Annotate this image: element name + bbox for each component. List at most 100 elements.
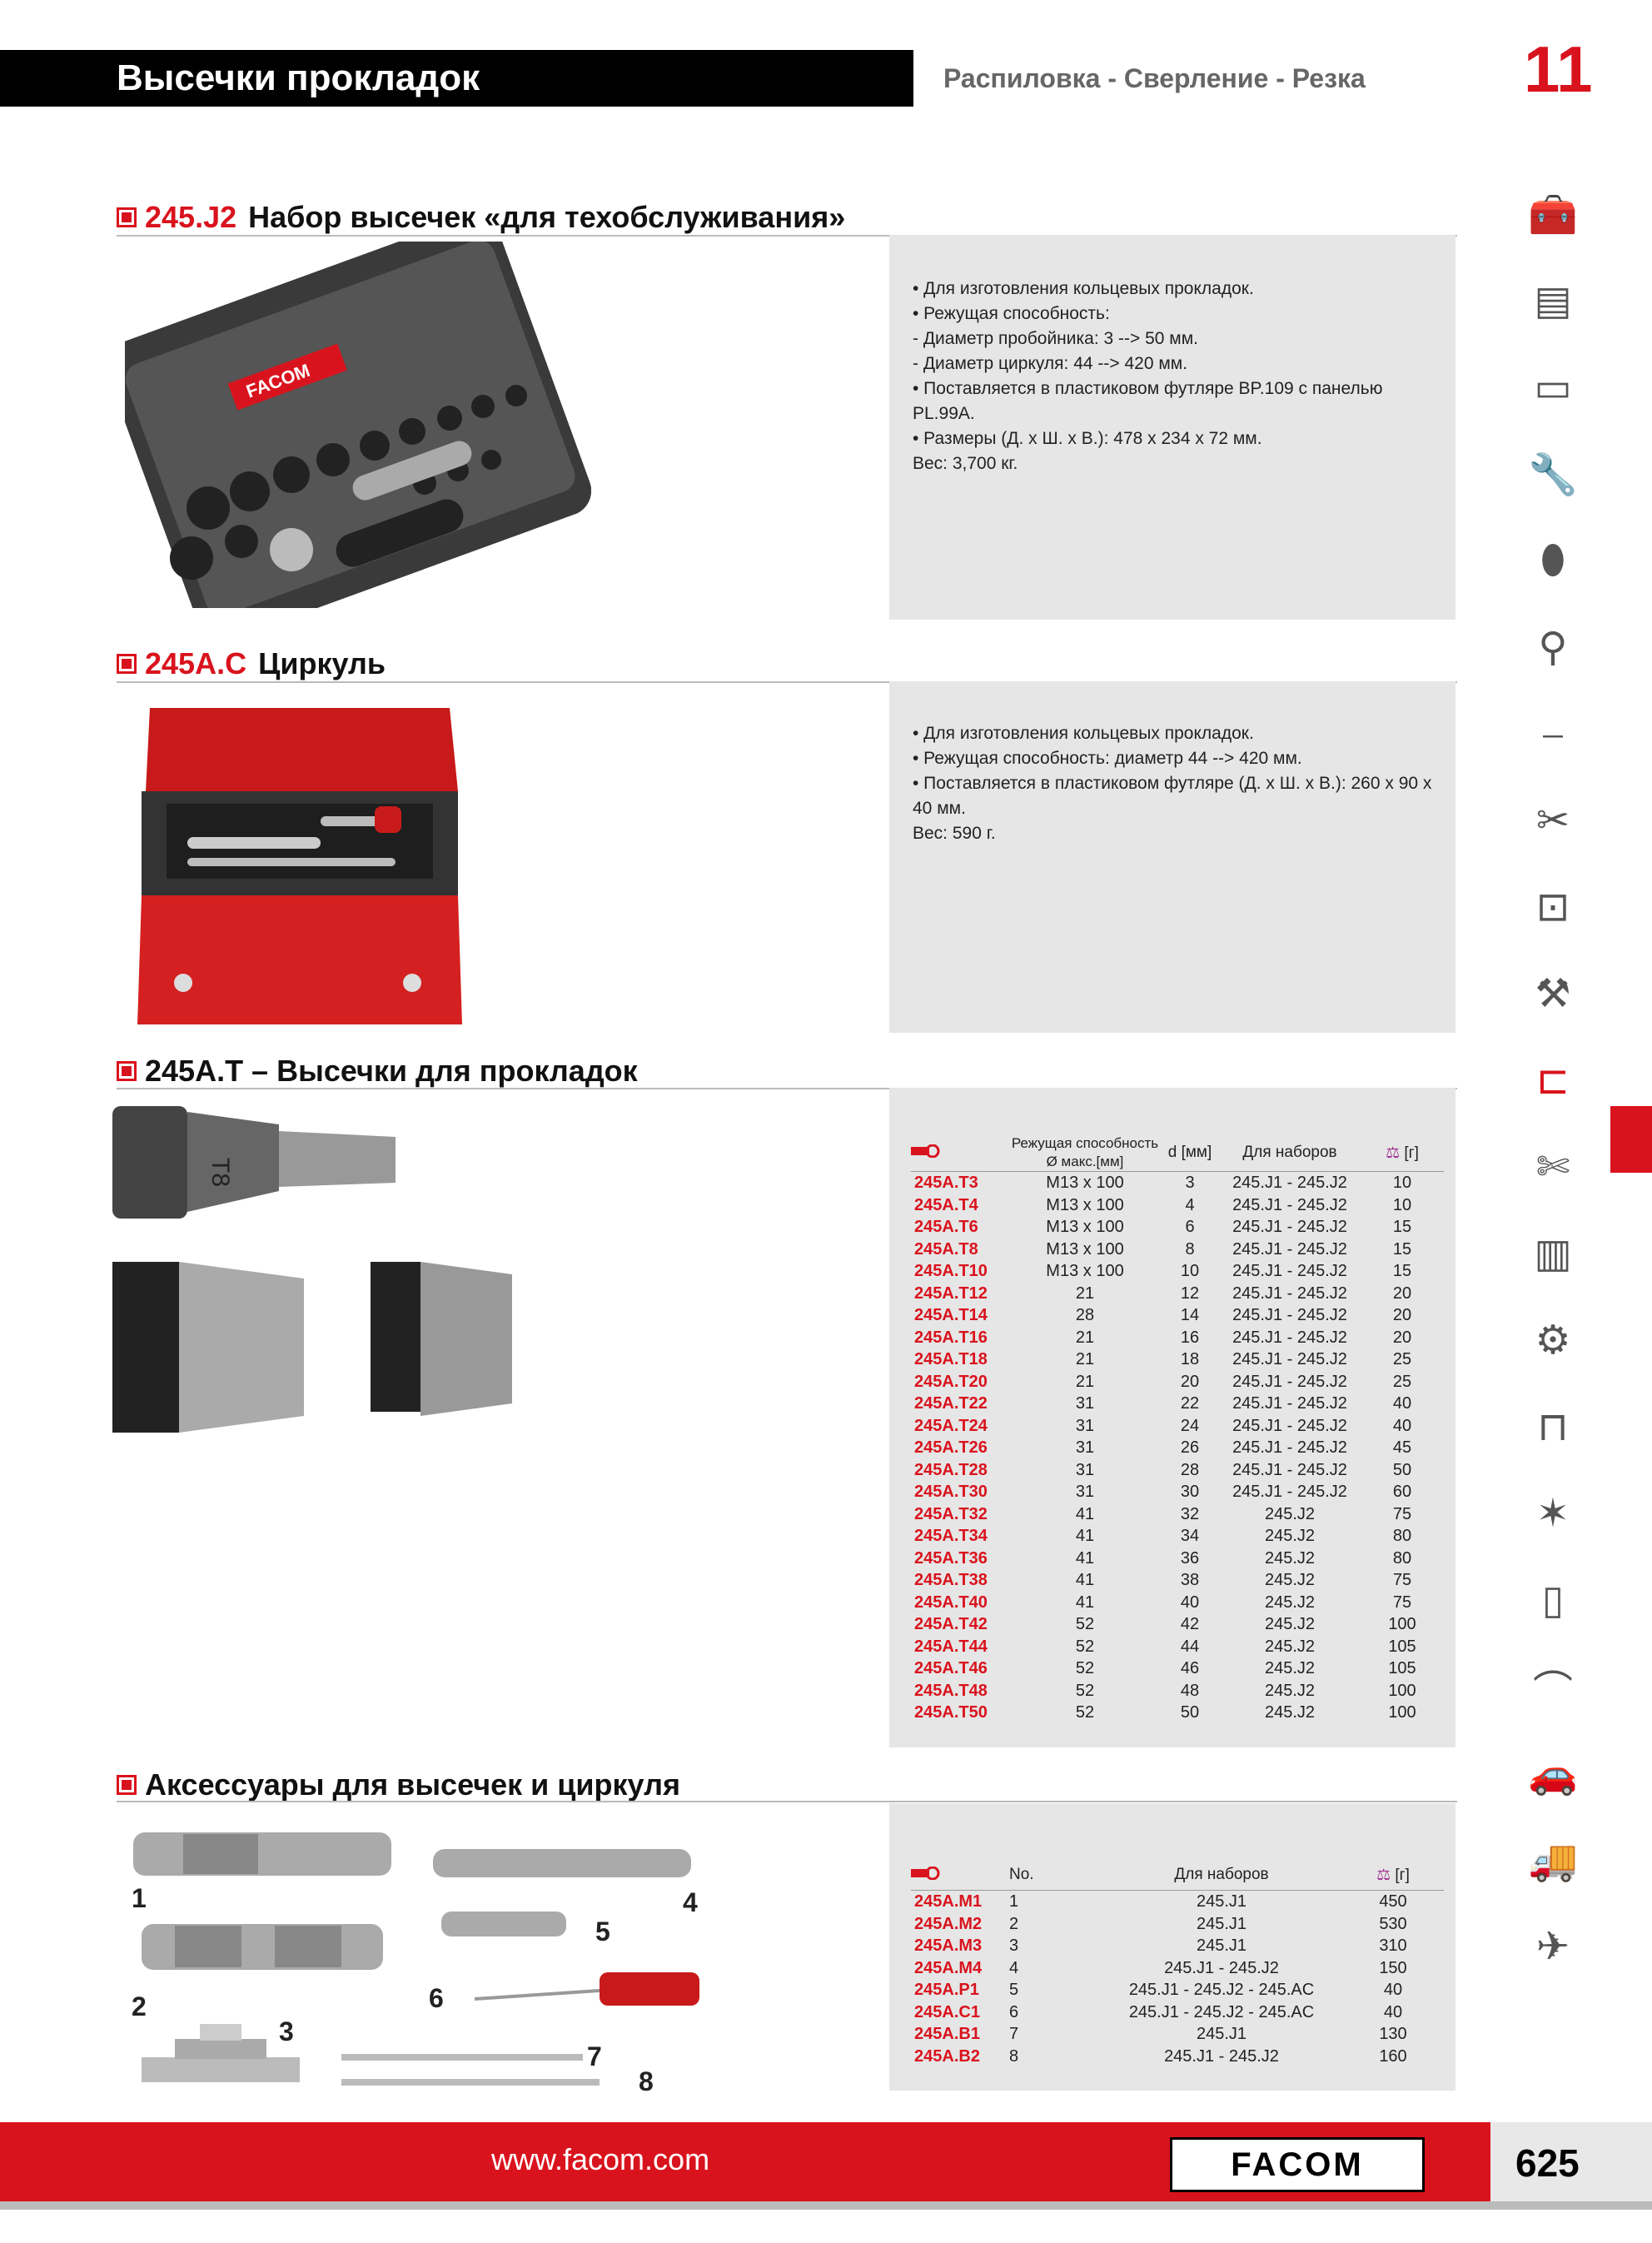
footer-url[interactable]: www.facom.com xyxy=(491,2142,710,2176)
table-cell: 10 xyxy=(1392,1195,1412,1214)
table-cell: 41 xyxy=(1075,1527,1095,1545)
table-cell: 50 xyxy=(1392,1460,1412,1479)
tester-icon[interactable]: ▥ xyxy=(1534,1232,1572,1276)
table-cell: 5 xyxy=(1009,1981,1019,1999)
screwdriver-icon[interactable]: ⎯ xyxy=(1542,711,1563,755)
tape-measure-icon[interactable]: ⊡ xyxy=(1535,885,1570,930)
table-cell: 16 xyxy=(1180,1328,1200,1347)
table-cell: 3 xyxy=(1009,1936,1019,1955)
socket-icon[interactable]: ⬮ xyxy=(1540,538,1566,582)
table-cell: 52 xyxy=(1075,1703,1095,1722)
table-cell: 4 xyxy=(1185,1195,1195,1214)
table-cell: 530 xyxy=(1379,1914,1407,1933)
reference-cell: 245A.T18 xyxy=(914,1350,988,1368)
section-name: Набор высечек «для техобслуживания» xyxy=(248,200,846,234)
hammer-icon[interactable]: ⚒ xyxy=(1535,972,1571,1016)
safety-icon[interactable]: ✶ xyxy=(1535,1492,1570,1536)
airplane-icon[interactable]: ✈ xyxy=(1535,1925,1570,1969)
label-5: 5 xyxy=(595,1917,610,1946)
table-cell: 52 xyxy=(1075,1637,1095,1656)
table-cell: 20 xyxy=(1392,1306,1412,1324)
table-cell: 31 xyxy=(1075,1483,1095,1501)
table-cell: 1 xyxy=(1009,1892,1019,1911)
reference-cell: 245A.T28 xyxy=(914,1460,988,1479)
table-cell: 160 xyxy=(1379,2046,1407,2066)
table-cell: 245.J1 xyxy=(1196,1936,1247,1955)
table-cell: 21 xyxy=(1075,1283,1095,1303)
section-code: 245A.C xyxy=(145,646,247,680)
storage-case-icon[interactable]: ▭ xyxy=(1534,366,1572,410)
table-cell: 130 xyxy=(1379,2025,1407,2043)
col-d: d [мм] xyxy=(1167,1144,1212,1161)
bullet-square-icon xyxy=(117,1061,137,1081)
table-cell: 105 xyxy=(1388,1659,1416,1677)
section-title-245-j2: 245.J2 Набор высечек «для техобслуживани… xyxy=(117,200,845,235)
label-3: 3 xyxy=(279,2016,294,2046)
reference-cell: 245A.T38 xyxy=(914,1571,988,1589)
table-cell: 105 xyxy=(1388,1637,1416,1656)
handle-icon[interactable]: ⌒ xyxy=(1532,1669,1573,1713)
table-cell: 245.J1 - 245.J2 - 245.AC xyxy=(1128,1981,1315,1999)
truck-icon[interactable]: 🚚 xyxy=(1528,1838,1578,1883)
table-cell: 3 xyxy=(1185,1174,1195,1192)
circuit-breaker-icon[interactable]: ▯ xyxy=(1541,1578,1565,1622)
ratchet-icon[interactable]: ⚲ xyxy=(1538,626,1568,670)
table-cell: 245.J1 - 245.J2 xyxy=(1232,1483,1347,1501)
table-cell: 10 xyxy=(1392,1174,1412,1192)
table-cell: 50 xyxy=(1180,1703,1200,1722)
table-cell: 34 xyxy=(1180,1527,1200,1545)
section-name: Аксессуары для высечек и циркуля xyxy=(145,1767,680,1802)
section-title-245a-t: 245A.T – Высечки для прокладок xyxy=(117,1054,638,1089)
label-8: 8 xyxy=(639,2066,654,2096)
table-cell: 245.J2 xyxy=(1264,1593,1316,1612)
table-cell: 245.J1 xyxy=(1196,1914,1247,1933)
table-cell: 245.J1 - 245.J2 xyxy=(1232,1283,1347,1303)
vise-icon[interactable]: ⊓ xyxy=(1537,1405,1569,1449)
reference-cell: 245A.M1 xyxy=(914,1892,983,1911)
wrench-icon[interactable]: 🔧 xyxy=(1528,452,1578,497)
hacksaw-icon[interactable]: ⊏ xyxy=(1535,1059,1570,1103)
label-7: 7 xyxy=(587,2041,602,2071)
pliers-icon[interactable]: ✂ xyxy=(1535,799,1570,843)
table-cell: 15 xyxy=(1392,1218,1412,1236)
table-cell: 245.J1 - 245.J2 - 245.AC xyxy=(1128,2002,1315,2021)
table-cell: 2 xyxy=(1009,1914,1019,1933)
product-image-accessories: 1 2 3 4 5 6 7 8 xyxy=(125,1816,724,2107)
tool-cabinet-icon[interactable]: ▤ xyxy=(1534,279,1572,323)
toolbox-icon[interactable]: 🧰 xyxy=(1528,192,1578,237)
table-cell: 25 xyxy=(1392,1350,1412,1368)
reference-cell: 245A.T32 xyxy=(914,1504,988,1523)
table-cell: 46 xyxy=(1180,1659,1200,1677)
table-cell: 40 xyxy=(1180,1593,1200,1612)
table-cell: 18 xyxy=(1180,1350,1200,1368)
chapter-number: 11 xyxy=(1524,32,1593,106)
table-cell: 6 xyxy=(1009,2002,1019,2021)
crimping-tool-icon[interactable]: ✄ xyxy=(1535,1145,1570,1189)
table-cell: 20 xyxy=(1392,1283,1412,1303)
car-icon[interactable]: 🚗 xyxy=(1528,1752,1578,1797)
reference-cell: 245A.T34 xyxy=(914,1527,988,1545)
impact-wrench-icon[interactable]: ⚙ xyxy=(1535,1318,1571,1363)
table-cell: 28 xyxy=(1075,1306,1095,1324)
reference-cell: 245A.T20 xyxy=(914,1372,988,1391)
section-name: 245A.T – Высечки для прокладок xyxy=(145,1054,638,1088)
table-cell: 48 xyxy=(1180,1681,1200,1700)
col-weight: ⚖ [г] xyxy=(1386,1144,1419,1162)
reference-cell: 245A.M2 xyxy=(914,1914,983,1933)
table-cell: 245.J1 - 245.J2 xyxy=(1232,1195,1347,1214)
reference-cell: 245A.T6 xyxy=(914,1218,978,1236)
reference-cell: 245A.B2 xyxy=(914,2046,980,2066)
table-header-row: No. Для наборов ⚖ [г] xyxy=(911,1860,1444,1891)
table-cell: 32 xyxy=(1180,1504,1200,1523)
table-cell: 30 xyxy=(1180,1483,1200,1501)
